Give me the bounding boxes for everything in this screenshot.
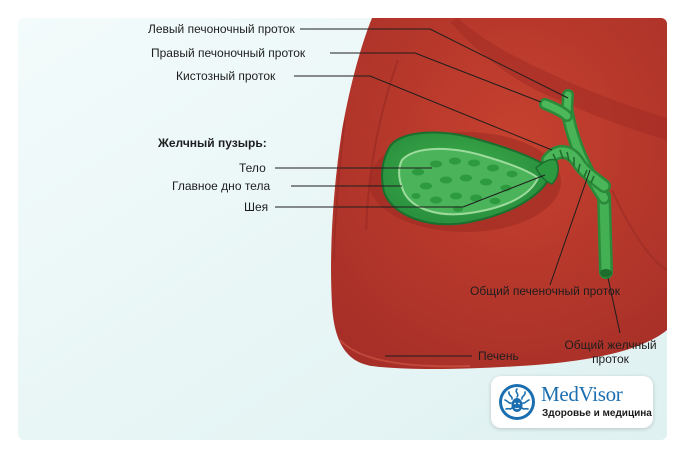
leader-cystic-duct (294, 75, 553, 151)
liver-fold-line-1 (365, 59, 399, 231)
label-common-hepatic-duct: Общий печеночный проток (470, 284, 620, 298)
label-fundus: Главное дно тела (172, 179, 271, 193)
label-neck: Шея (244, 200, 269, 214)
label-right-hepatic-duct: Правый печоночный проток (151, 46, 306, 60)
label-left-hepatic-duct: Левый печоночный проток (148, 22, 295, 36)
gallbladder-neck (535, 158, 559, 185)
leader-common-bile-duct (607, 277, 621, 334)
label-liver: Печень (478, 349, 519, 363)
label-cystic-duct: Кистозный проток (176, 69, 276, 83)
gallbladder-mucosa-spots (411, 157, 518, 212)
leader-left-hepatic-duct (300, 28, 569, 99)
liver-lobe-fold (450, 18, 667, 140)
common-bile-duct-end (600, 269, 612, 277)
liver-fold-line-2 (611, 189, 667, 271)
cystic-duct-spiral-folds (552, 149, 595, 184)
logo-name: MedVisor (541, 382, 623, 406)
leader-lines (275, 28, 621, 357)
leader-neck-tail (462, 174, 546, 208)
leader-common-hepatic-duct (549, 169, 591, 286)
leader-right-hepatic-duct (330, 52, 542, 103)
medvisor-logo[interactable]: MedVisor Здоровье и медицина (491, 376, 653, 428)
liver-lower-edge (339, 339, 471, 368)
label-body: Тело (239, 161, 266, 175)
logo-tagline: Здоровье и медицина (542, 408, 652, 419)
liver-contour (333, 119, 346, 261)
label-common-bile-duct: Общий желчный проток (564, 338, 657, 366)
label-gallbladder-heading: Желчный пузырь: (158, 136, 267, 150)
medusa-head-icon (499, 384, 535, 420)
